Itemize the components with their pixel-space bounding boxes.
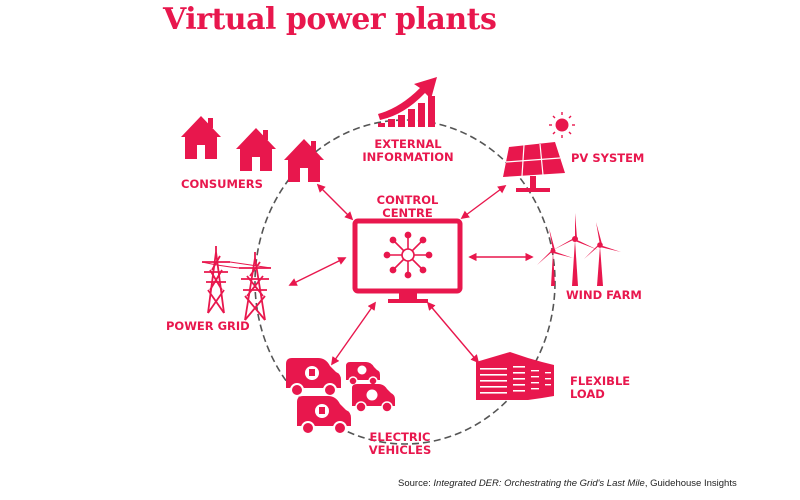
arrow-electric-vehicles xyxy=(331,301,376,366)
monitor-icon xyxy=(352,218,463,303)
houses-icon xyxy=(181,116,324,182)
arrow-flexible-load xyxy=(426,301,480,364)
arrow-power-grid xyxy=(288,257,347,286)
label-wind-farm: WIND FARM xyxy=(566,288,642,302)
network-hub-icon xyxy=(383,231,433,279)
source-note: Source: Integrated DER: Orchestrating th… xyxy=(398,478,737,489)
network-ring xyxy=(254,119,556,445)
label-pv-system: PV SYSTEM xyxy=(571,151,645,165)
solar-panel-icon xyxy=(503,112,575,192)
label-consumers: CONSUMERS xyxy=(181,177,263,191)
arrow-consumers xyxy=(316,183,354,221)
arrow-pv-system xyxy=(460,184,507,220)
chart-growth-icon xyxy=(378,77,437,127)
buildings-icon xyxy=(476,352,554,400)
wind-turbine-icon xyxy=(537,213,621,286)
label-power-grid: POWER GRID xyxy=(166,319,250,333)
electric-vehicle-icon xyxy=(286,358,395,435)
power-pylon-icon xyxy=(201,246,272,321)
diagram-title: Virtual power plants xyxy=(163,2,497,37)
